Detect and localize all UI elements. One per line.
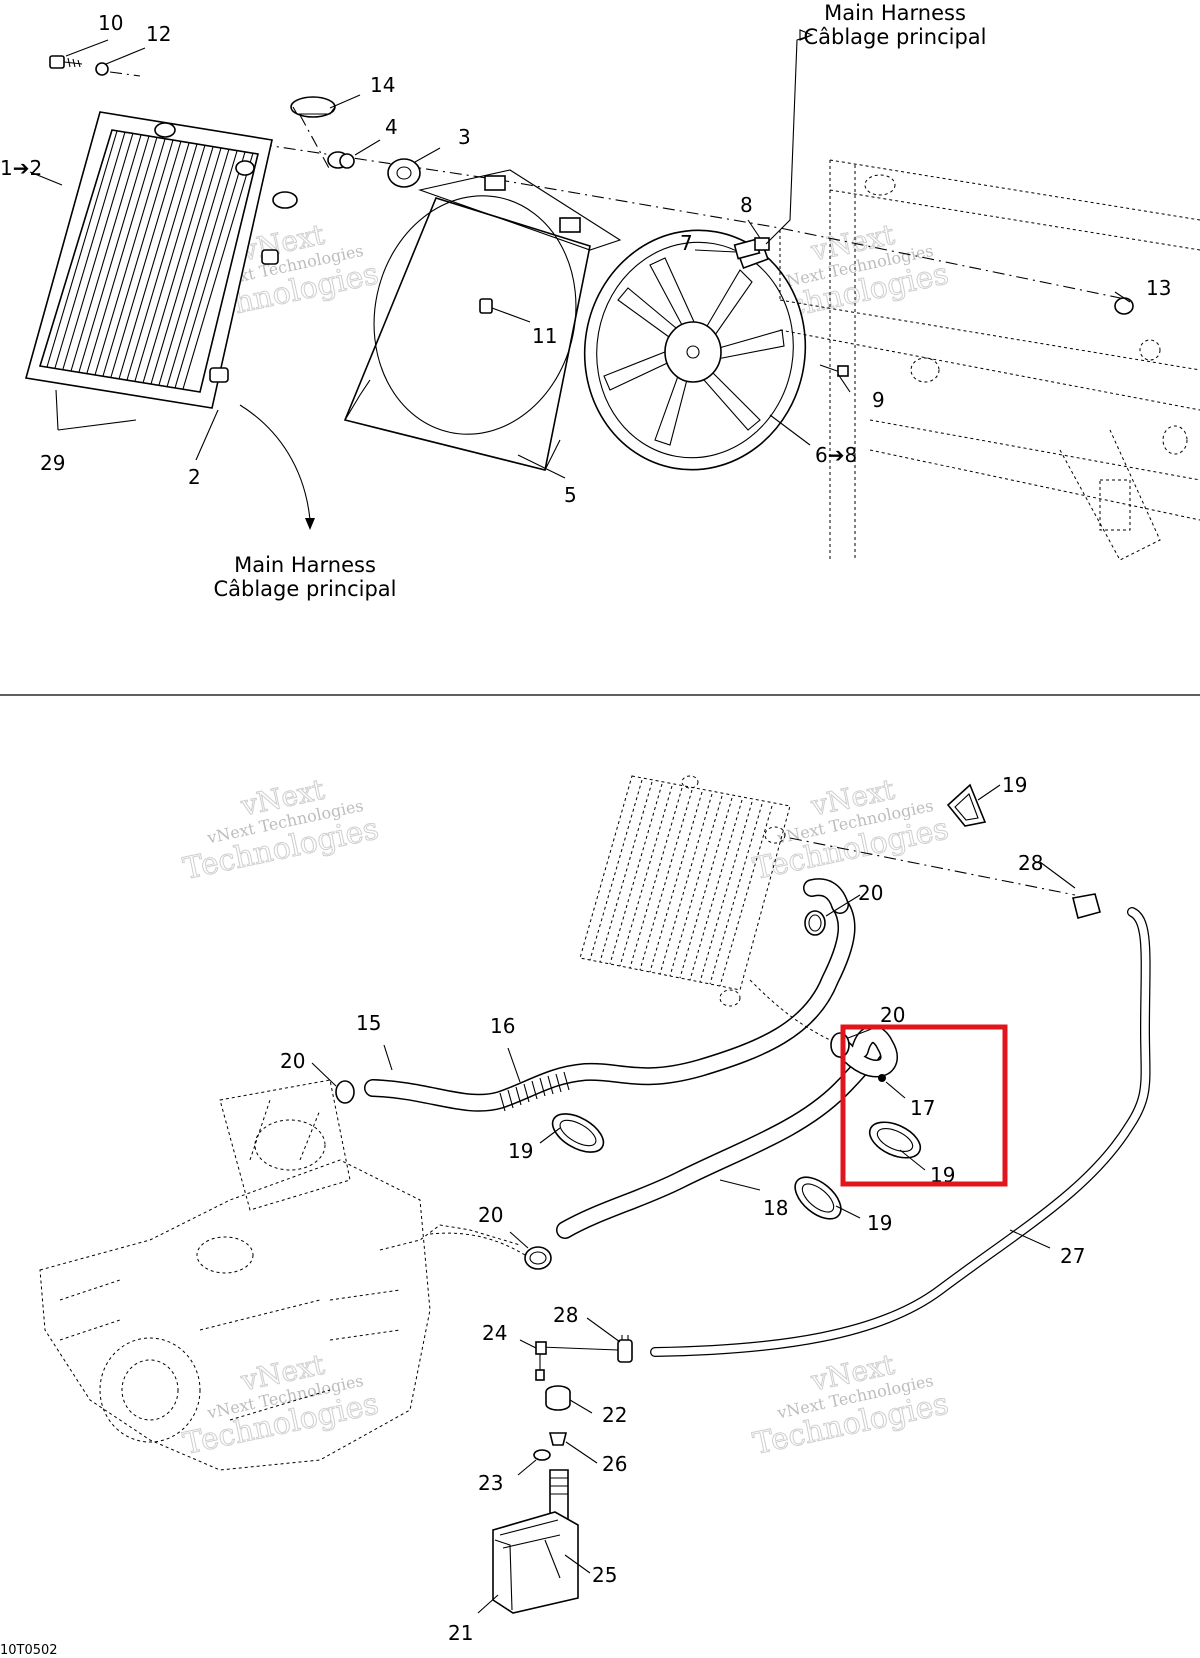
- fitting-24: [535, 1341, 619, 1381]
- grommet-3: [387, 158, 421, 188]
- harness-label-top-fr: Câblage principal: [803, 25, 986, 49]
- radiator-cap-14: [290, 96, 336, 118]
- harness-wire-bottom: [239, 404, 311, 521]
- leaders-top: [29, 39, 1131, 479]
- callout-1-to-2: 1➔2: [0, 156, 42, 180]
- callout-19-top: 19: [1002, 773, 1027, 797]
- clamp-28-upper: [1072, 893, 1101, 919]
- callout-24: 24: [482, 1321, 507, 1345]
- valve-23: [533, 1449, 551, 1461]
- callout-4: 4: [385, 115, 398, 139]
- watermark-4: vNext Technologies vNext Technologies: [750, 772, 952, 887]
- hose-18: [556, 1034, 888, 1239]
- callout-2: 2: [188, 465, 201, 489]
- connector-7: [733, 237, 770, 260]
- callout-6-to-8: 6➔8: [815, 443, 857, 467]
- callout-29: 29: [40, 451, 65, 475]
- callout-16: 16: [490, 1014, 515, 1038]
- assembly-axis-bolt: [299, 114, 331, 171]
- callout-10: 10: [98, 11, 123, 35]
- harness-arrow-top: [799, 29, 814, 41]
- callout-12: 12: [146, 22, 171, 46]
- callout-26: 26: [602, 1452, 627, 1476]
- callout-21: 21: [448, 1621, 473, 1645]
- callout-19-lower: 19: [867, 1211, 892, 1235]
- callout-19-left: 19: [508, 1139, 533, 1163]
- callout-22: 22: [602, 1403, 627, 1427]
- nut-11: [479, 298, 493, 314]
- callout-13: 13: [1146, 276, 1171, 300]
- engine-outline: [39, 1079, 521, 1471]
- callout-28-lower: 28: [553, 1303, 578, 1327]
- harness-label-bottom-en: Main Harness: [234, 553, 376, 577]
- hose-27: [650, 907, 1151, 1357]
- cooling-fan-6: [583, 229, 807, 471]
- watermark-3: vNext Technologies vNext Technologies: [180, 772, 382, 887]
- radiator-bottom: [579, 775, 791, 1007]
- fan-shroud-5: [343, 169, 622, 471]
- harness-arrow-bottom: [305, 518, 315, 530]
- leaders-bottom: [311, 784, 1076, 1614]
- harness-label-bottom-fr: Câblage principal: [213, 577, 396, 601]
- callout-17: 17: [910, 1096, 935, 1120]
- clamp-20-engine-lower: [524, 1246, 552, 1270]
- callout-20-upper: 20: [858, 881, 883, 905]
- clamp-20-engine-upper: [335, 1080, 355, 1104]
- elbow-mark: [878, 1074, 886, 1082]
- callout-18: 18: [763, 1196, 788, 1220]
- nut-13: [1114, 297, 1134, 315]
- callout-3: 3: [458, 125, 471, 149]
- clamp-19-top: [946, 783, 987, 827]
- washer-12: [95, 62, 109, 76]
- elbow-hose-17: [836, 1025, 898, 1082]
- radiator-top: [24, 111, 298, 409]
- callout-8: 8: [740, 193, 753, 217]
- watermark-6: vNext Technologies vNext Technologies: [750, 1347, 952, 1462]
- frame-outline: [779, 159, 1200, 561]
- coolant-tank-21: [492, 1511, 579, 1614]
- callout-20-left: 20: [280, 1049, 305, 1073]
- grommet-4: [327, 151, 355, 169]
- harness-label-top-en: Main Harness: [824, 1, 966, 25]
- highlight-box: [840, 1024, 1008, 1187]
- callout-11: 11: [532, 324, 557, 348]
- assembly-axis-bottom: [789, 837, 1076, 896]
- reservoir-cap-22: [545, 1385, 571, 1411]
- callout-15: 15: [356, 1011, 381, 1035]
- clamp-20-radiator-top: [804, 910, 826, 936]
- bolt-9: [819, 364, 849, 377]
- callout-7: 7: [680, 231, 693, 255]
- callout-27: 27: [1060, 1244, 1085, 1268]
- callout-20-lower: 20: [478, 1203, 503, 1227]
- harness-wire-top: [765, 34, 813, 245]
- callout-5: 5: [564, 483, 577, 507]
- callout-23: 23: [478, 1471, 503, 1495]
- gasket-26: [548, 1432, 568, 1446]
- clamp-28-lower: [617, 1335, 633, 1363]
- callout-20-mid: 20: [880, 1003, 905, 1027]
- bolt-10: [49, 55, 83, 69]
- callout-14: 14: [370, 73, 395, 97]
- clamp-19-elbow: [868, 1121, 922, 1159]
- watermarks: vNext Technologies vNext Technologies vN…: [180, 217, 952, 1462]
- callout-28-upper: 28: [1018, 851, 1043, 875]
- callout-9: 9: [872, 388, 885, 412]
- clamp-20-radiator-bottom: [830, 1032, 850, 1058]
- callout-labels: 10 12 14 4 3 1➔2 8 7 11 13 9 6➔8 29 2 5 …: [0, 11, 1171, 1645]
- callout-25: 25: [592, 1563, 617, 1587]
- clamp-19-hose16: [551, 1113, 605, 1153]
- hose-16: [364, 878, 856, 1112]
- drawing-code: 10T0502: [0, 1643, 58, 1658]
- clamp-19-hose18: [794, 1176, 842, 1220]
